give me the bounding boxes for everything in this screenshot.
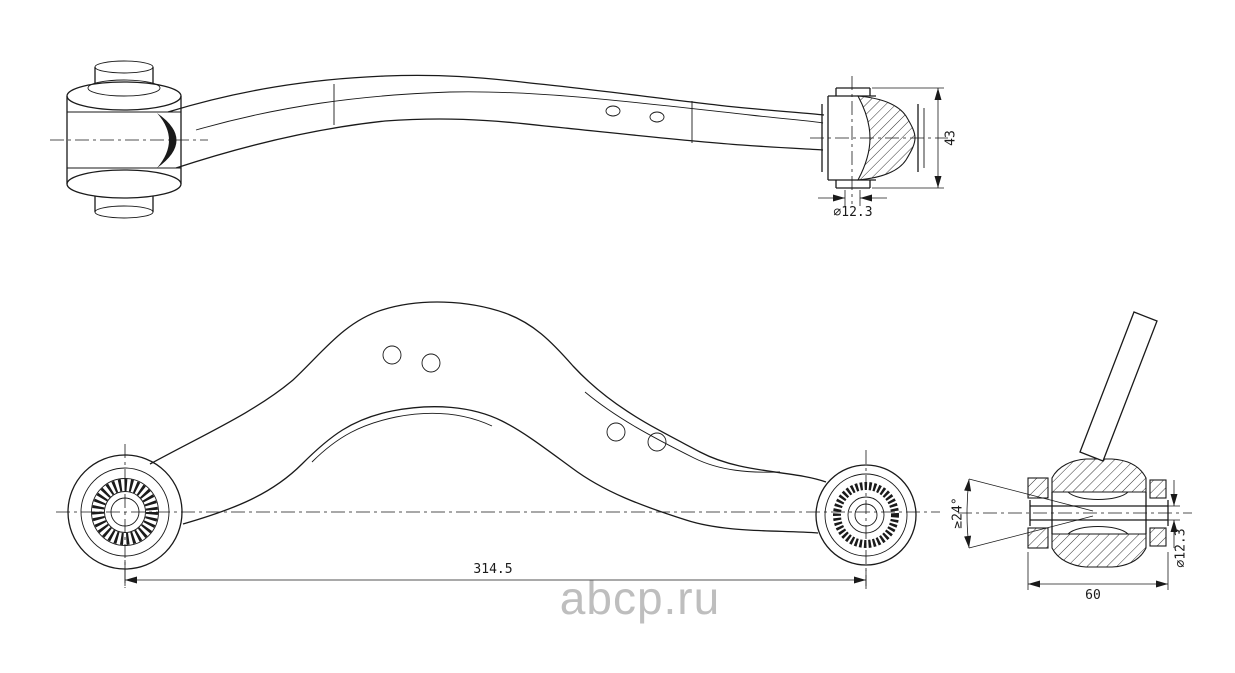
dim-length-label: 314.5: [473, 562, 512, 577]
dim-bolt-section-label: ∅12.3: [1174, 528, 1189, 567]
rubber-bottom: [1051, 533, 1147, 568]
bottom-view: 314.5: [56, 301, 940, 590]
dimension-43: 43: [872, 87, 959, 189]
rubber-section: [857, 95, 916, 181]
dimension-60: 60: [1027, 552, 1169, 603]
watermark-text: abcp.ru: [560, 572, 720, 624]
top-view: 43 ∅12.3: [50, 60, 959, 220]
right-bushing-bottom-view: [815, 450, 917, 590]
hole: [647, 432, 667, 452]
dim-43-label: 43: [944, 130, 959, 146]
arm-stub: [1079, 311, 1158, 462]
washer-right-bottom: [1149, 527, 1167, 547]
washer-left-top: [1027, 477, 1049, 499]
washer-right-top: [1149, 479, 1167, 499]
rubber-top: [1051, 458, 1147, 493]
arm-top-view: [167, 74, 825, 169]
hole: [421, 353, 441, 373]
hole: [606, 422, 626, 442]
bushing-section: [1027, 311, 1169, 568]
dim-bolt-top-label: ∅12.3: [833, 205, 872, 220]
dimension-314-5: 314.5: [124, 560, 867, 586]
dimension-bolt-top: ∅12.3: [818, 190, 887, 220]
hole: [382, 345, 402, 365]
knurled-ring: [92, 479, 158, 545]
dimension-angle: ≥24°: [951, 478, 1094, 549]
arm-bottom-view: [149, 301, 827, 534]
dim-angle-label: ≥24°: [951, 497, 966, 528]
shaded-joint: [157, 113, 177, 168]
left-bushing-bottom-view: [67, 444, 183, 588]
dimension-bolt-section: ∅12.3: [1150, 480, 1189, 568]
hole: [649, 111, 665, 123]
washer-left-bottom: [1027, 527, 1049, 549]
section-view: ≥24° 60 ∅12.3: [951, 311, 1192, 603]
bushing-ring: [833, 482, 899, 548]
left-bushing-top-view: [50, 60, 208, 219]
dim-60-label: 60: [1085, 588, 1101, 603]
right-bushing-top-view: [810, 76, 948, 204]
hole: [605, 105, 621, 117]
